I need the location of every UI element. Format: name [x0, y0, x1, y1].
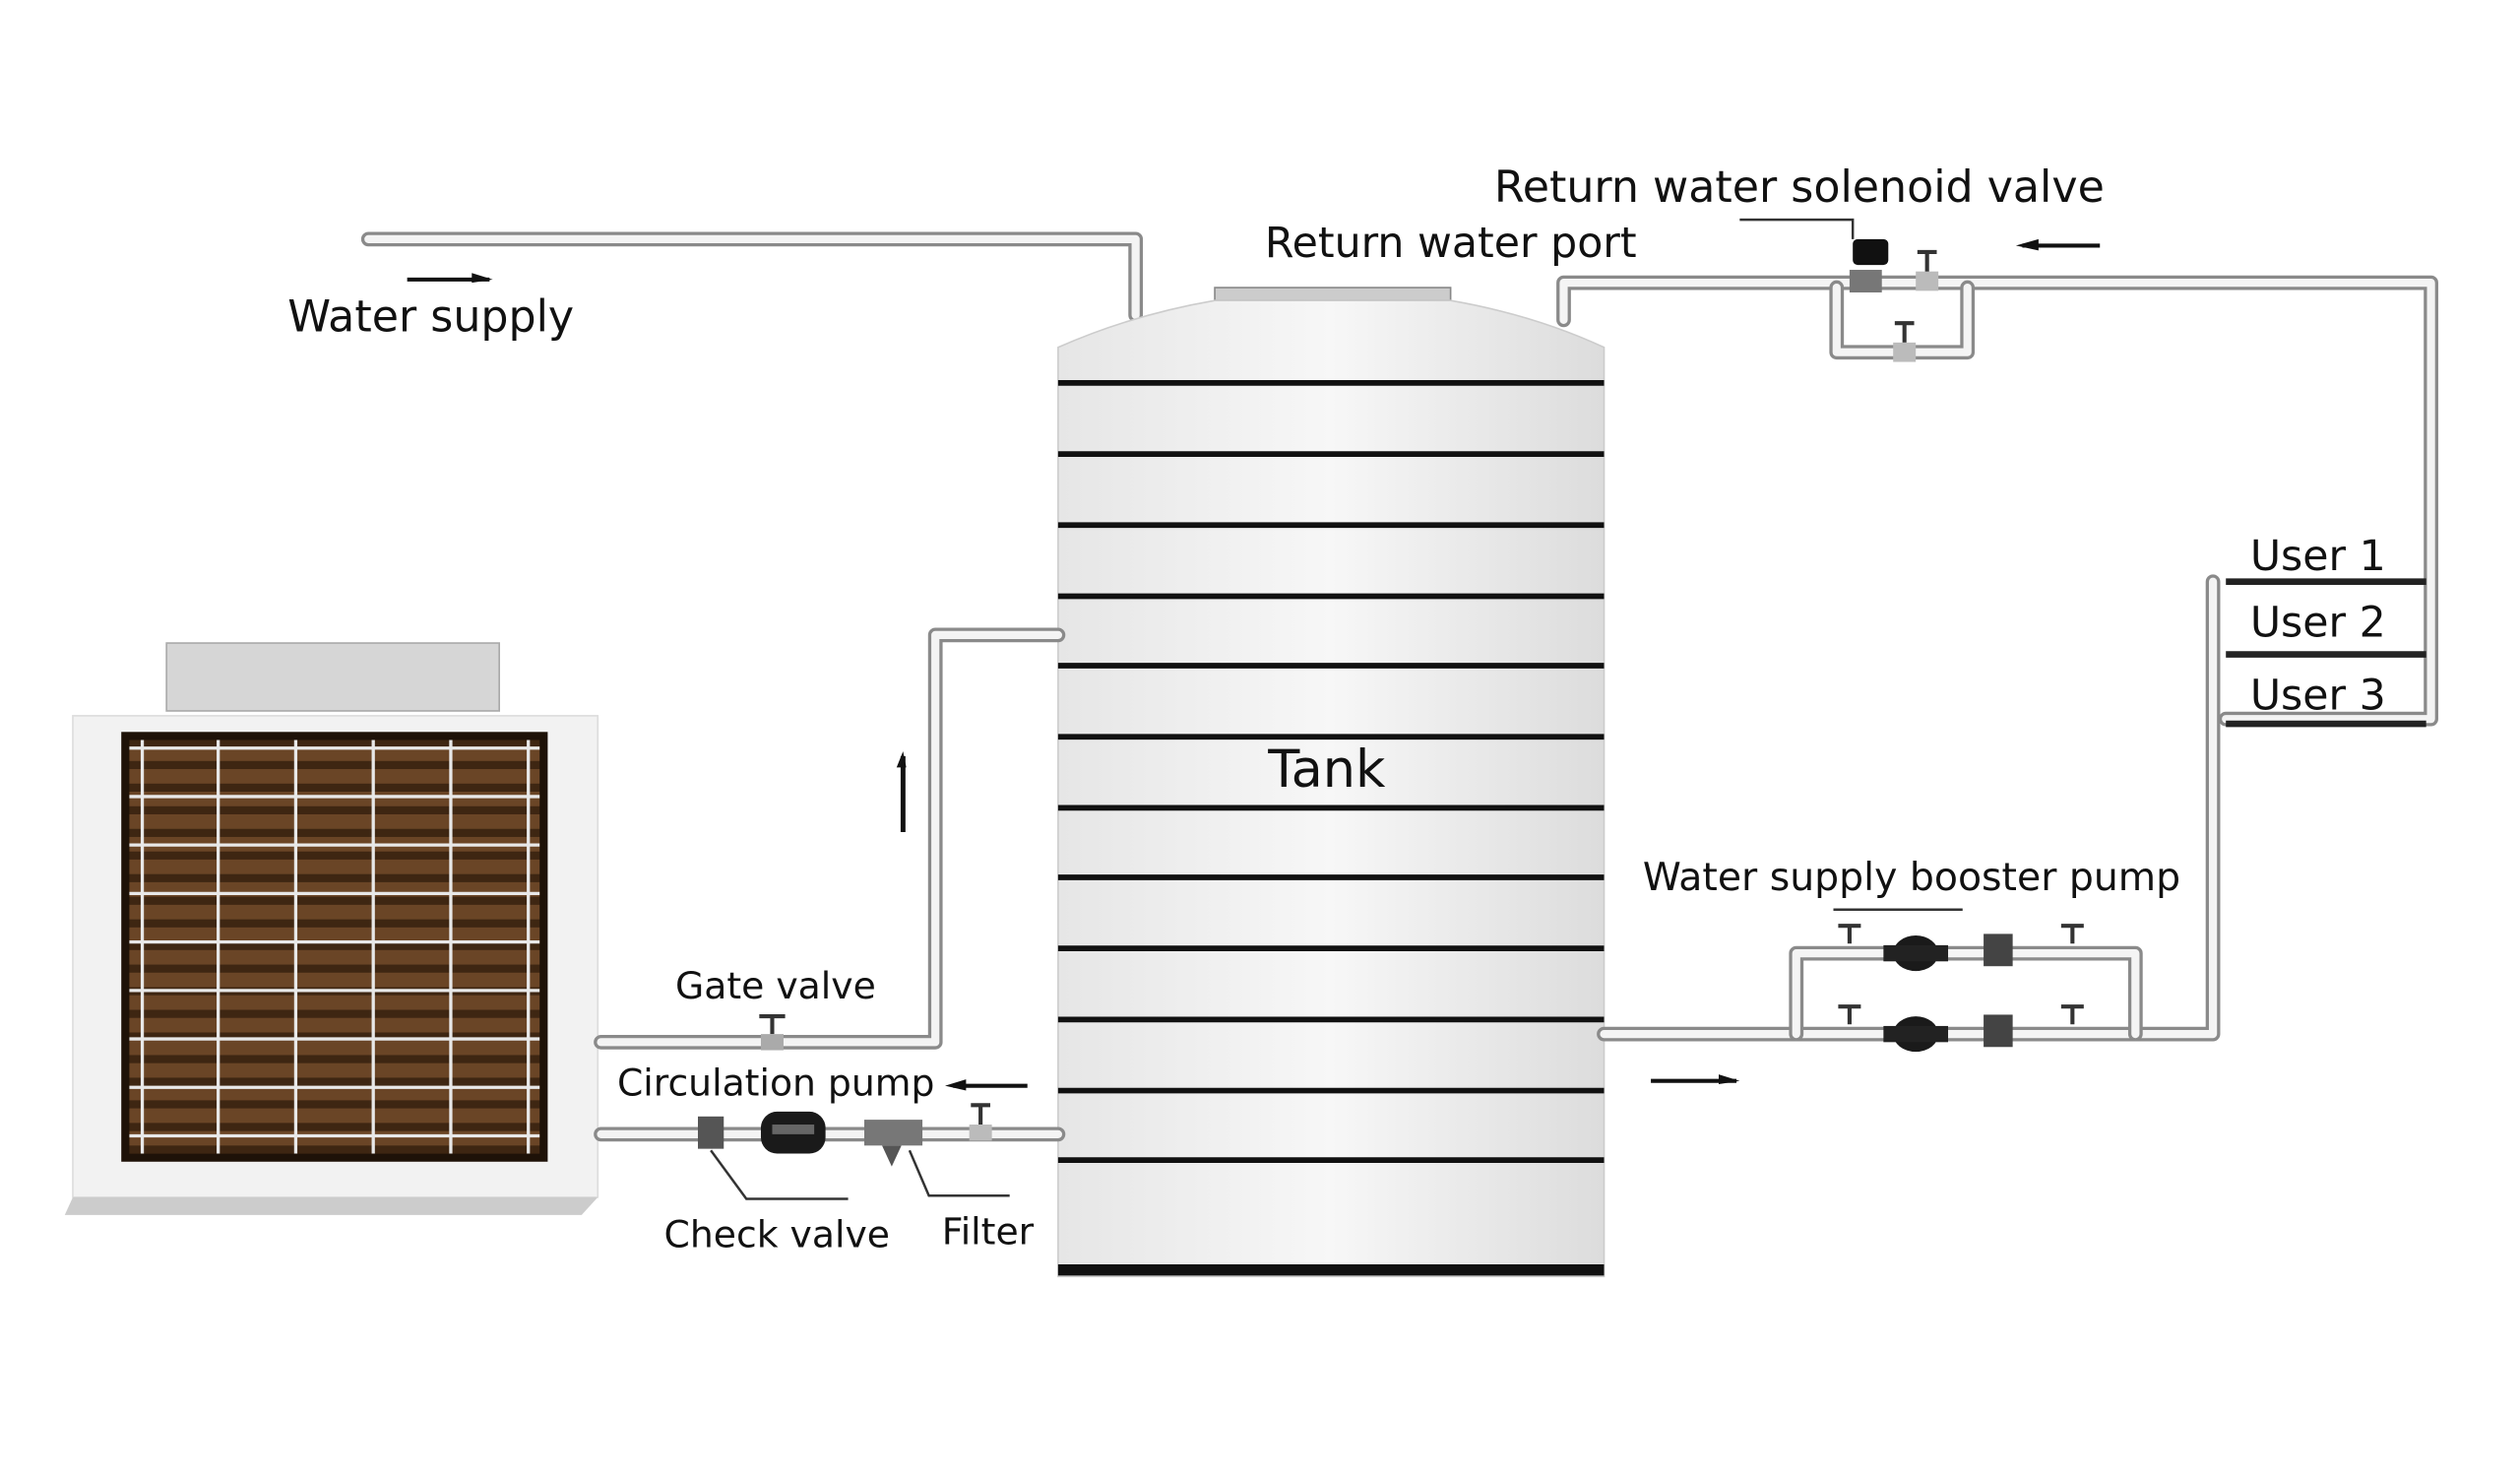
user-1-label: User 1: [2250, 532, 2386, 581]
booster-pump-icon: [1883, 935, 1948, 972]
circulation-pump-icon: [760, 1111, 826, 1154]
tank-bands: [1057, 380, 1605, 1276]
return-gate-valve-icon: [1916, 249, 1939, 291]
check-valve-icon: [1984, 933, 2013, 967]
user-outlets: [2226, 578, 2426, 728]
circulation-flow-arrow-icon: [945, 1079, 1028, 1091]
water-supply-label: Water supply: [287, 291, 574, 342]
return-water-solenoid-valve-label: Return water solenoid valve: [1494, 162, 2105, 213]
tank: [1057, 287, 1606, 1278]
check-valve-icon: [1984, 1014, 2013, 1048]
solenoid-valve-icon: [1849, 238, 1889, 292]
user-3-label: User 3: [2250, 671, 2386, 720]
user-2-label: User 2: [2250, 598, 2386, 647]
return-flow-arrow-icon: [2015, 238, 2101, 251]
gate-valve-icon: [759, 1014, 786, 1051]
return-water-port-label: Return water port: [1265, 219, 1637, 268]
user-supply-pipe: [1597, 574, 2221, 1042]
water-supply-arrow-icon: [407, 273, 493, 284]
water-supply-booster-pump-label: Water supply booster pump: [1643, 855, 2180, 900]
check-valve-label: Check valve: [664, 1213, 890, 1256]
circulation-pump-label: Circulation pump: [617, 1061, 935, 1104]
up-flow-arrow-icon: [896, 750, 907, 833]
heat-pump-unit: [64, 642, 599, 1215]
gate-valve-label: Gate valve: [675, 964, 876, 1007]
booster-pump-assembly: [1838, 924, 2084, 1053]
supply-flow-arrow-icon: [1651, 1074, 1740, 1084]
water-supply-pipe: [360, 231, 1144, 323]
tank-label: Tank: [1267, 740, 1386, 800]
booster-pump-icon: [1883, 1016, 1948, 1053]
gate-valve-icon: [1838, 924, 1861, 944]
gate-valve-icon: [2060, 1004, 2084, 1025]
filter-label: Filter: [942, 1209, 1035, 1253]
check-valve-icon: [697, 1116, 724, 1149]
gate-valve-icon: [2060, 924, 2084, 944]
filter-icon: [863, 1120, 923, 1167]
gate-valve-icon: [969, 1103, 992, 1141]
coil-guard-grid: [129, 740, 540, 1154]
gate-valve-icon: [1838, 1004, 1861, 1025]
bypass-valve-icon: [1893, 321, 1917, 362]
